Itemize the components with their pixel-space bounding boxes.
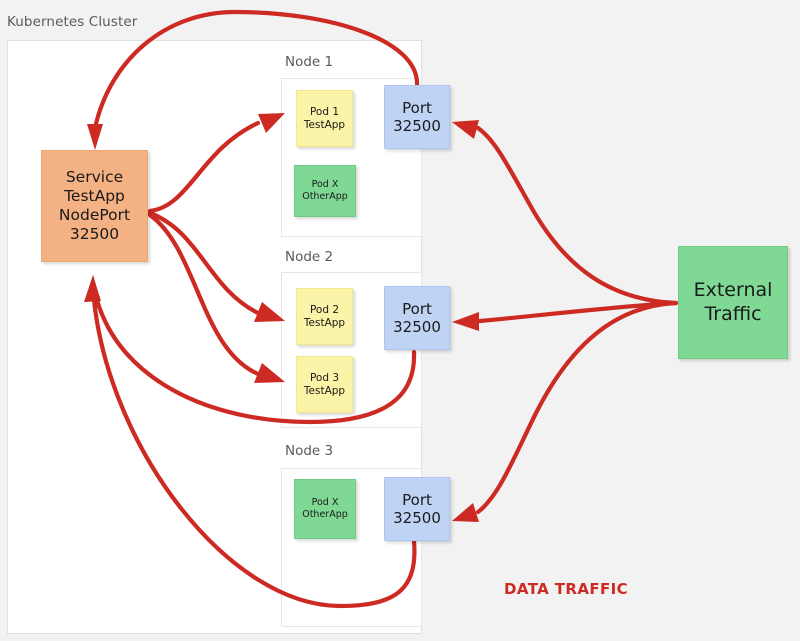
external-line-1: External <box>693 279 773 302</box>
pod-box-pod-3[interactable]: Pod 3 TestApp <box>296 356 353 413</box>
port-box-node-1[interactable]: Port 32500 <box>384 85 450 149</box>
service-line-1: Service <box>65 168 124 187</box>
pod-box-pod-x-node3[interactable]: Pod X OtherApp <box>294 479 356 539</box>
port-box-node-2[interactable]: Port 32500 <box>384 286 450 350</box>
service-line-2: TestApp <box>64 187 125 206</box>
pod-app: TestApp <box>303 316 346 329</box>
pod-box-pod-x-node1[interactable]: Pod X OtherApp <box>294 165 356 217</box>
pod-app: TestApp <box>303 384 346 397</box>
data-traffic-legend: DATA TRAFFIC <box>504 580 629 598</box>
node-label-2: Node 2 <box>285 249 334 265</box>
pod-app: OtherApp <box>302 191 348 202</box>
external-traffic-box[interactable]: External Traffic <box>678 246 788 359</box>
arrow-external-to-node1port <box>452 120 679 306</box>
cluster-title: Kubernetes Cluster <box>7 14 138 30</box>
service-box[interactable]: Service TestApp NodePort 32500 <box>41 150 148 262</box>
external-line-2: Traffic <box>704 302 762 325</box>
service-line-4: 32500 <box>69 224 120 243</box>
pod-app: TestApp <box>303 118 346 131</box>
node-label-3: Node 3 <box>285 443 334 459</box>
service-line-3: NodePort <box>58 206 131 224</box>
pod-box-pod-1[interactable]: Pod 1 TestApp <box>296 90 353 147</box>
pod-name: Pod 3 <box>309 371 340 384</box>
port-number: 32500 <box>393 117 441 135</box>
pod-name: Pod X <box>311 179 339 191</box>
arrow-external-to-node2port <box>452 300 679 331</box>
pod-box-pod-2[interactable]: Pod 2 TestApp <box>296 288 353 345</box>
port-label: Port <box>402 98 432 117</box>
pod-app: OtherApp <box>302 509 348 520</box>
pod-name: Pod 1 <box>309 105 340 118</box>
port-box-node-3[interactable]: Port 32500 <box>384 477 450 541</box>
node-label-1: Node 1 <box>285 54 334 70</box>
port-number: 32500 <box>393 509 441 527</box>
port-label: Port <box>402 490 432 509</box>
port-number: 32500 <box>393 318 441 336</box>
pod-name: Pod 2 <box>309 303 340 316</box>
pod-name: Pod X <box>311 497 339 509</box>
arrow-external-to-node3port <box>452 300 679 522</box>
port-label: Port <box>402 299 432 318</box>
